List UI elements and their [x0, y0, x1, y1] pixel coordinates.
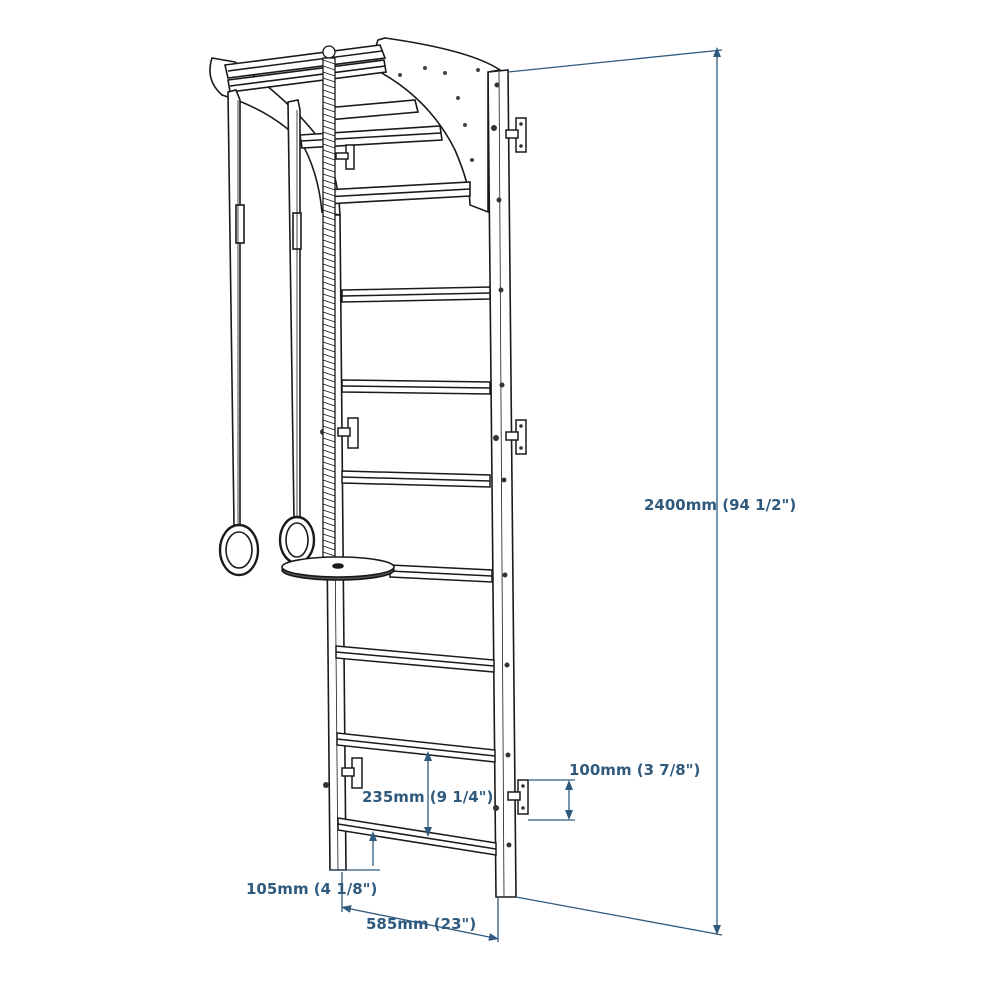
bracket — [337, 417, 359, 449]
bracket — [505, 117, 527, 153]
bracket — [335, 144, 355, 170]
rung — [336, 732, 496, 763]
rung — [341, 286, 491, 303]
wall-bracket-icon — [335, 117, 529, 815]
rung — [337, 817, 497, 856]
bottom-clearance-label: 105mm (4 1/8") — [246, 880, 377, 898]
gymnastic-rings-icon — [218, 89, 316, 577]
width-label: 585mm (23") — [366, 915, 476, 933]
rung-spacing-label: 235mm (9 1/4") — [362, 788, 493, 806]
bracket-height-label: 100mm (3 7/8") — [569, 761, 700, 779]
bracket — [505, 419, 527, 455]
bracket — [341, 757, 363, 789]
bracket — [507, 779, 529, 815]
climbing-rope-icon — [322, 45, 336, 559]
rung — [341, 379, 491, 395]
rung — [341, 470, 491, 488]
dimension-labels: 2400mm (94 1/2") 100mm (3 7/8") 235mm (9… — [246, 496, 796, 933]
rung — [389, 564, 493, 583]
pull-up-bar-icon — [209, 37, 503, 216]
dimension-lines — [330, 47, 723, 942]
height-label: 2400mm (94 1/2") — [644, 496, 796, 514]
width-dimension-line — [341, 905, 499, 941]
ladder-rungs — [335, 286, 497, 856]
rung — [335, 645, 495, 673]
rope-swing-disc-icon — [281, 556, 395, 581]
